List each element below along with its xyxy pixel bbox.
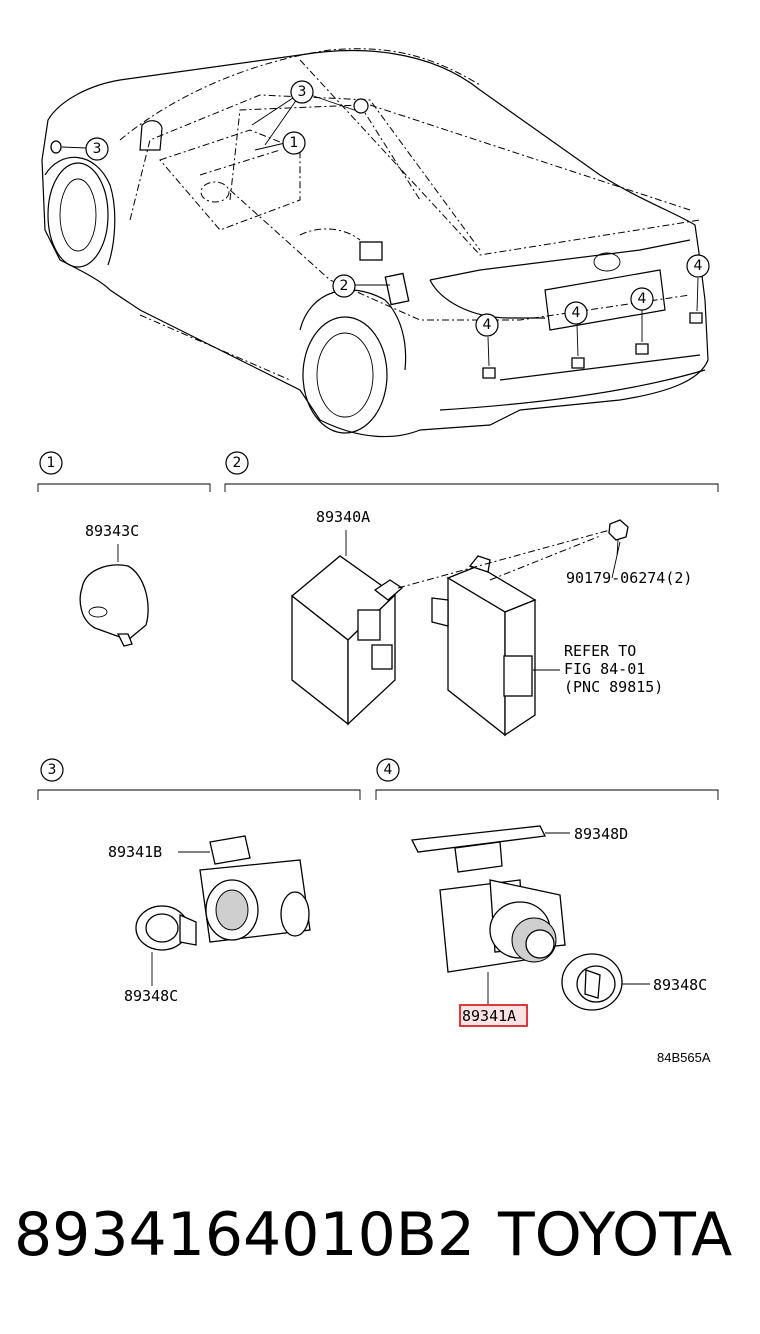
label-refer-to: REFER TO — [564, 642, 636, 660]
callout-3a: 3 — [298, 84, 307, 100]
callout-4c: 4 — [638, 291, 647, 307]
label-89348C-left: 89348C — [124, 987, 178, 1005]
sensor-89341A — [439, 879, 566, 973]
sensor-89343C — [79, 564, 149, 647]
label-89340A: 89340A — [316, 508, 370, 526]
section-3-number: 3 — [48, 762, 57, 778]
module-refer — [431, 555, 537, 737]
section-1-number: 1 — [47, 455, 56, 471]
label-89343C: 89343C — [85, 522, 139, 540]
bolt-90179 — [608, 519, 629, 557]
highlight-box — [459, 1004, 528, 1027]
section-4-number: 4 — [384, 762, 393, 778]
bezel-89348C-left — [135, 905, 197, 951]
callout-2: 2 — [340, 278, 349, 294]
car-illustration: 3 3 1 2 4 4 4 4 — [41, 48, 710, 438]
label-89341A[interactable]: 89341A — [462, 1007, 516, 1025]
callout-4b: 4 — [572, 305, 581, 321]
callout-4d: 4 — [694, 258, 703, 274]
section-4: 4 89348D 89348C 89341A — [375, 758, 719, 1027]
section-3: 3 89341B 89348C — [37, 758, 361, 1005]
footer-part-number: 8934164010B2 — [14, 1200, 475, 1270]
label-89341B: 89341B — [108, 843, 162, 861]
label-fig-84-01: FIG 84-01 — [564, 660, 645, 678]
label-89348D: 89348D — [574, 825, 628, 843]
callout-3b: 3 — [93, 141, 102, 157]
callout-1: 1 — [290, 135, 299, 151]
section-2-number: 2 — [233, 455, 242, 471]
label-90179-06274: 90179-06274(2) — [566, 569, 692, 587]
label-pnc-89815: (PNC 89815) — [564, 678, 663, 696]
section-2: 2 89340A 90179-06274(2) — [224, 451, 719, 737]
label-89348C-right: 89348C — [653, 976, 707, 994]
footer-brand: TOYOTA — [497, 1200, 732, 1270]
ecu-89340A — [290, 555, 404, 726]
section-1: 1 89343C — [37, 451, 211, 647]
bracket-89348D — [411, 825, 546, 873]
figure-code: 84B565A — [657, 1050, 711, 1065]
callout-4a: 4 — [483, 317, 492, 333]
sensor-89341B — [199, 835, 311, 943]
bezel-89348C-right — [561, 953, 623, 1011]
